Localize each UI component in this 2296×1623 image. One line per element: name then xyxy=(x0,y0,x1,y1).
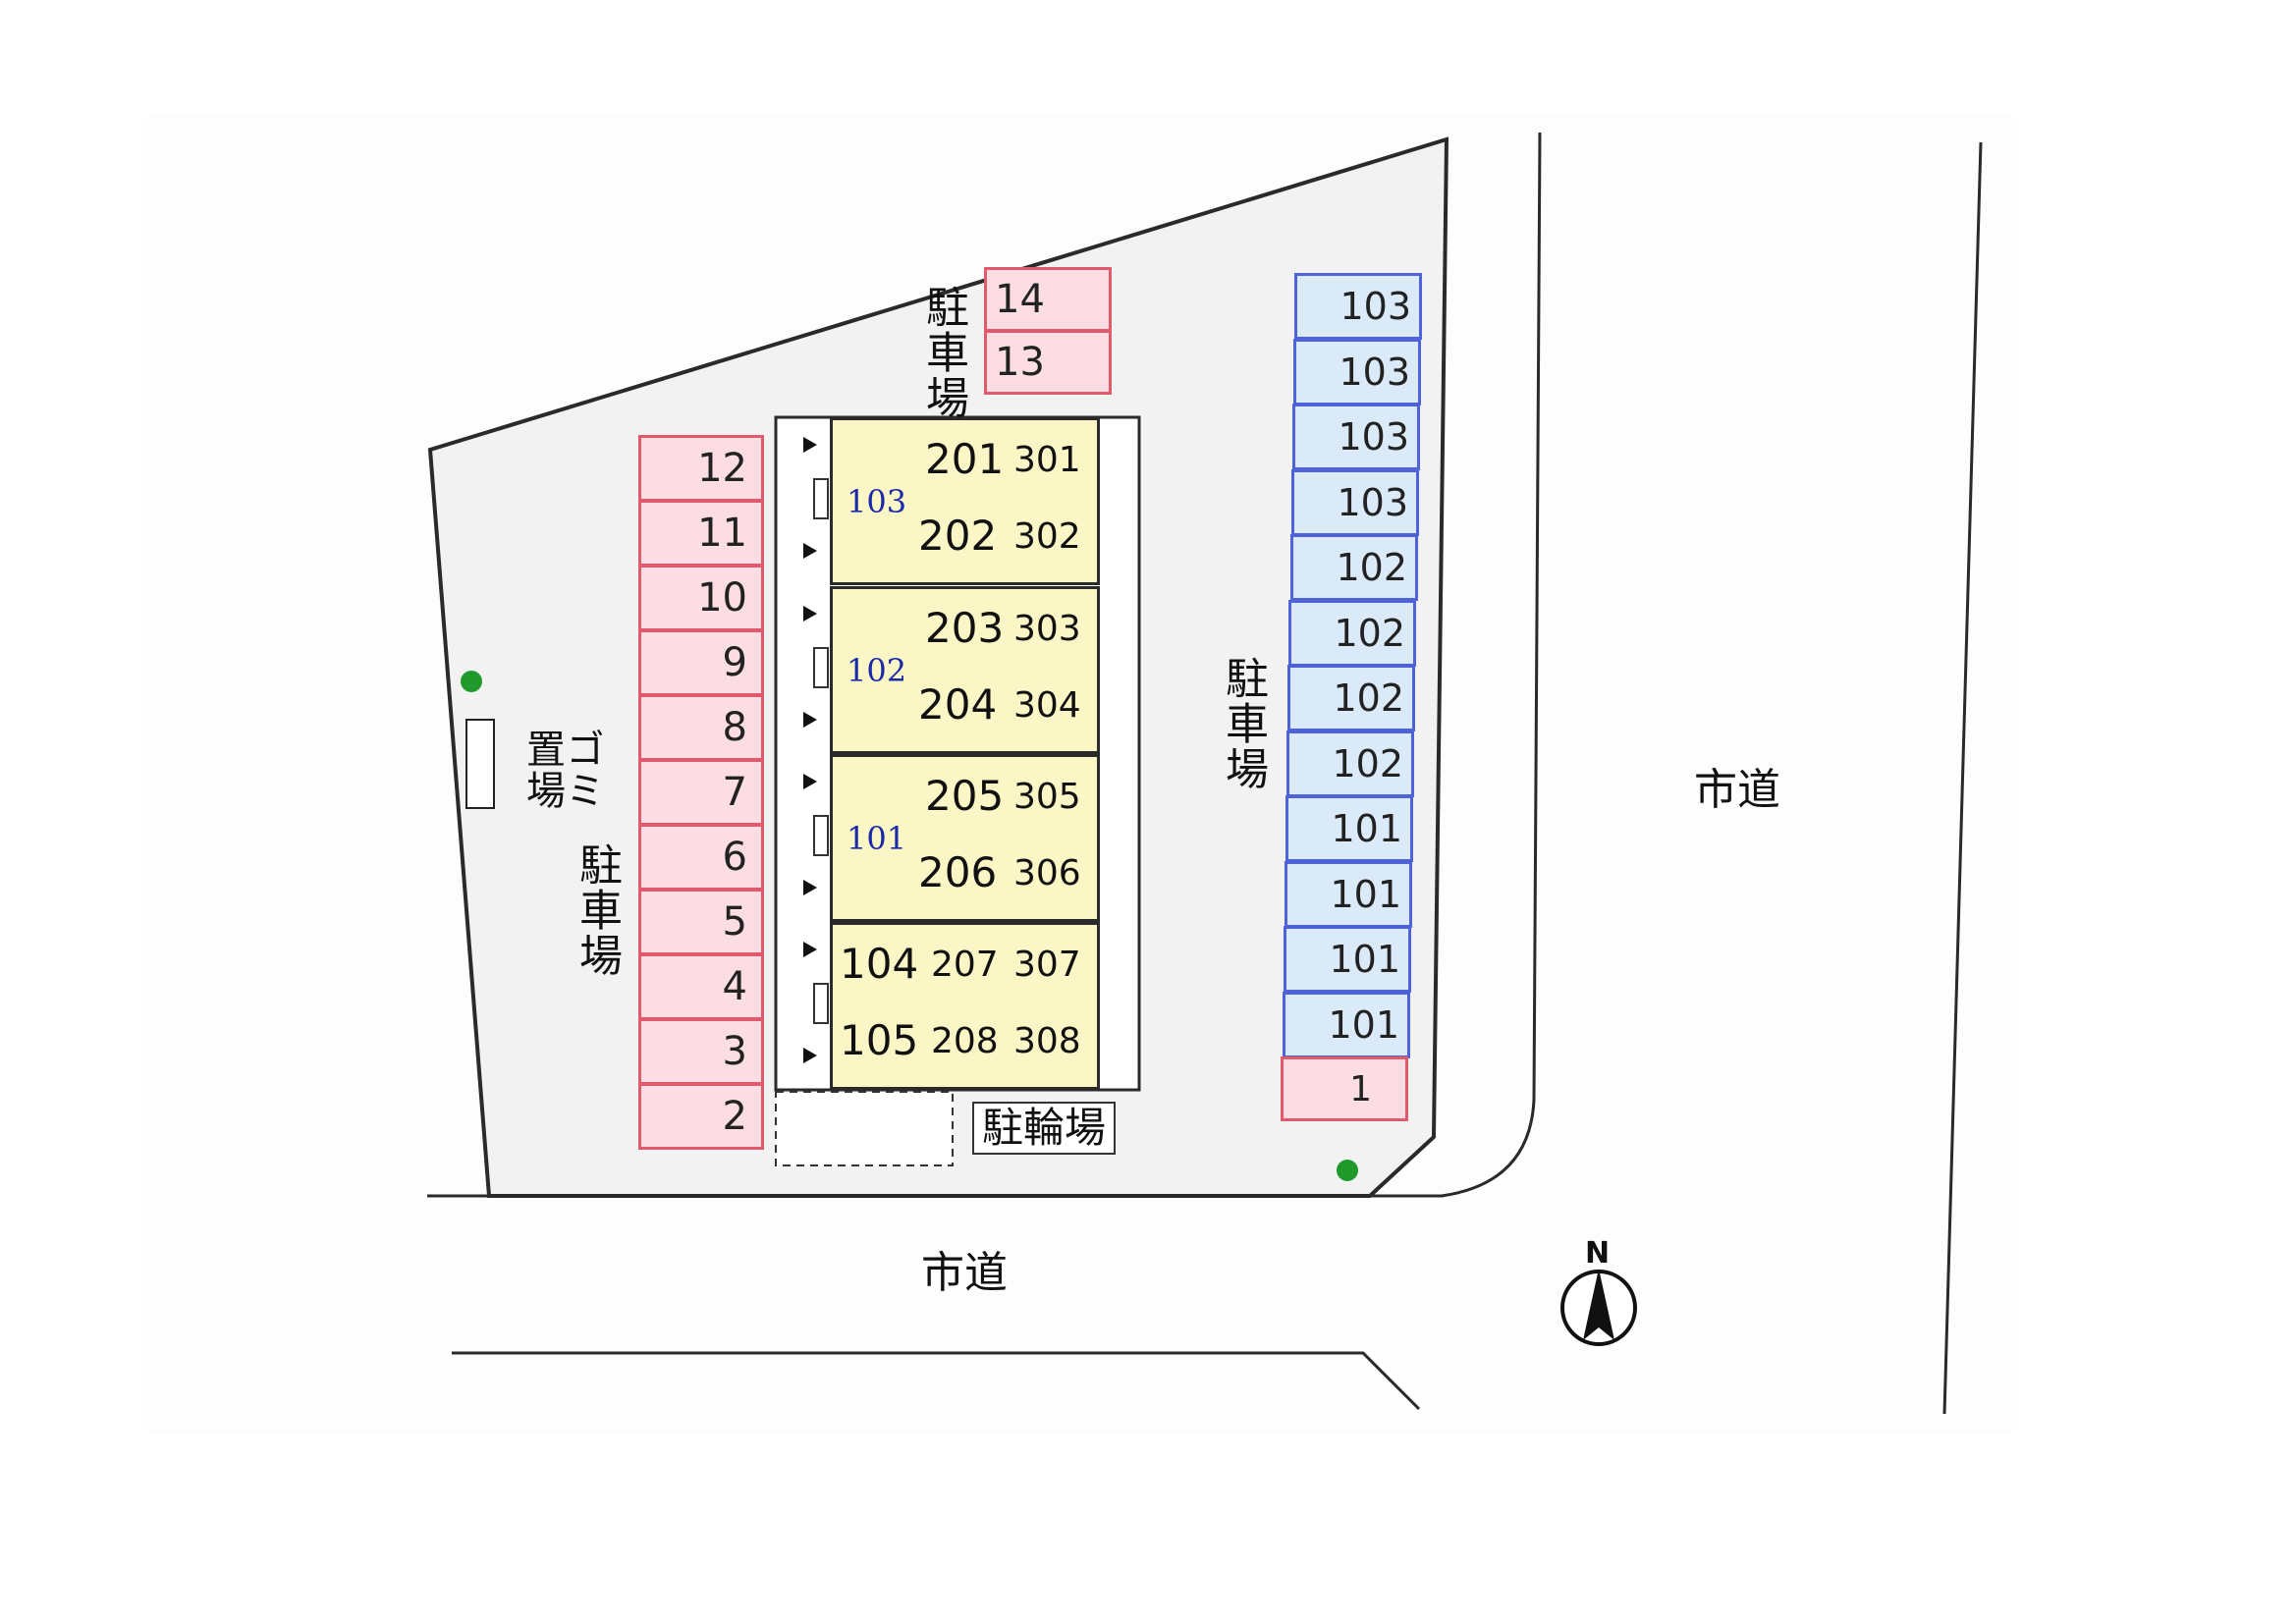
entrance-arrow-icon xyxy=(803,774,817,789)
north-label: N xyxy=(1585,1236,1611,1271)
parking-label-left: 駐車場 xyxy=(572,842,622,978)
parking-space: 101 xyxy=(1284,926,1411,993)
parking-space: 6 xyxy=(638,824,764,891)
room-number: 303 xyxy=(1013,609,1081,649)
garbage-label: ゴミ置場 xyxy=(519,729,604,811)
building-unit xyxy=(830,586,1100,754)
parking-space: 102 xyxy=(1290,534,1418,601)
building-unit xyxy=(830,754,1100,922)
road-label-south: 市道 xyxy=(921,1248,1008,1298)
door-icon xyxy=(813,647,829,688)
room-number: 302 xyxy=(1013,516,1081,557)
building-unit xyxy=(830,922,1100,1090)
tree-left xyxy=(461,671,482,692)
door-icon xyxy=(813,815,829,856)
parking-space: 12 xyxy=(638,435,764,502)
room-number: 304 xyxy=(1013,685,1081,726)
entrance-arrow-icon xyxy=(803,880,817,895)
entrance-arrow-icon xyxy=(803,543,817,559)
building-label: 102 xyxy=(847,652,907,689)
road-label-east: 市道 xyxy=(1694,765,1780,815)
parking-label-right: 駐車場 xyxy=(1218,656,1268,791)
door-icon xyxy=(813,478,829,519)
room-number: 305 xyxy=(1013,777,1081,817)
bicycle-area-outline xyxy=(775,1091,954,1166)
entrance-arrow-icon xyxy=(803,606,817,622)
room-number: 308 xyxy=(1013,1021,1081,1061)
parking-space: 10 xyxy=(638,565,764,631)
room-number: 206 xyxy=(918,848,998,896)
parking-space: 8 xyxy=(638,694,764,761)
parking-space: 9 xyxy=(638,629,764,696)
parking-space: 101 xyxy=(1285,795,1413,862)
entrance-arrow-icon xyxy=(803,437,817,453)
door-icon xyxy=(813,983,829,1024)
room-number: 104 xyxy=(840,940,919,988)
room-number: 306 xyxy=(1013,853,1081,893)
parking-space: 102 xyxy=(1288,599,1416,667)
room-number: 208 xyxy=(931,1021,999,1061)
parking-space: 103 xyxy=(1291,468,1419,536)
road-edge-west xyxy=(1441,132,1542,1198)
parking-space: 102 xyxy=(1287,665,1415,731)
room-number: 105 xyxy=(840,1016,919,1064)
parking-space: 101 xyxy=(1283,991,1410,1058)
room-number: 202 xyxy=(918,512,998,560)
parking-space: 14 xyxy=(984,267,1112,332)
room-number: 207 xyxy=(931,945,999,985)
north-compass-icon xyxy=(1560,1269,1637,1346)
room-number: 201 xyxy=(925,435,1005,483)
bicycle-parking-label: 駐輪場 xyxy=(972,1102,1117,1155)
room-number: 205 xyxy=(925,772,1005,820)
tree-right xyxy=(1337,1160,1358,1181)
parking-space: 11 xyxy=(638,500,764,567)
parking-space: 101 xyxy=(1285,860,1412,928)
entrance-arrow-icon xyxy=(803,712,817,728)
parking-space: 3 xyxy=(638,1018,764,1085)
parking-space: 13 xyxy=(984,330,1112,395)
parking-space: 102 xyxy=(1286,730,1414,797)
road-edge-south xyxy=(452,1351,1421,1411)
building-unit xyxy=(830,417,1100,585)
parking-space: 7 xyxy=(638,759,764,826)
room-number: 301 xyxy=(1013,440,1081,480)
building-label: 103 xyxy=(847,483,907,520)
parking-space: 4 xyxy=(638,953,764,1020)
room-number: 204 xyxy=(918,680,998,729)
parking-space: 2 xyxy=(638,1083,764,1150)
garbage-box xyxy=(465,719,495,809)
parking-label-top: 駐車場 xyxy=(918,285,968,420)
road-edge-east xyxy=(1942,141,1983,1415)
entrance-arrow-icon xyxy=(803,942,817,957)
parking-space: 103 xyxy=(1292,404,1420,470)
building-label: 101 xyxy=(847,820,907,857)
room-number: 203 xyxy=(925,604,1005,652)
room-number: 307 xyxy=(1013,945,1081,985)
entrance-arrow-icon xyxy=(803,1048,817,1063)
parking-space: 5 xyxy=(638,889,764,955)
parking-space: 1 xyxy=(1281,1056,1408,1121)
parking-space: 103 xyxy=(1293,338,1421,406)
parking-space: 103 xyxy=(1294,273,1422,340)
